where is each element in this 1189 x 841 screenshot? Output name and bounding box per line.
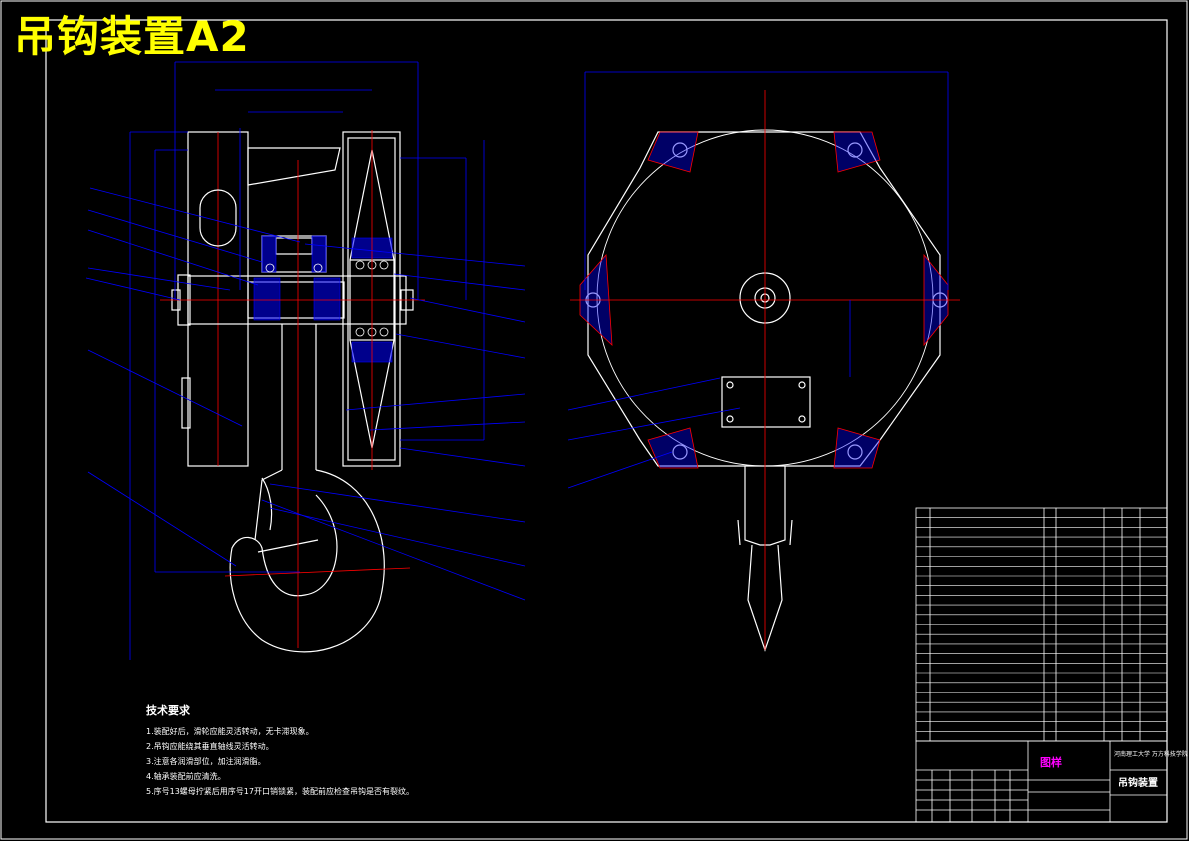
requirement-item: 2.吊钩应能绕其垂直轴线灵活转动。 [146, 742, 274, 751]
inner-frame [45, 19, 1168, 823]
requirements-title: 技术要求 [146, 704, 190, 717]
side-view-lugs [579, 131, 949, 469]
requirement-item: 5.序号13螺母拧紧后用序号17开口销锁紧，装配前应检查吊钩是否有裂纹。 [146, 787, 414, 796]
drawing-title: 吊钩装置A2 [14, 12, 250, 61]
title-block [915, 740, 1168, 823]
section-hatching [253, 235, 393, 363]
technical-requirements: 技术要求 1.装配好后，滑轮应能灵活转动，无卡滞现象。 2.吊钩应能绕其垂直轴线… [146, 702, 414, 799]
centerlines-right [570, 90, 960, 650]
parts-list-rows [916, 517, 1167, 732]
centerlines-left [160, 130, 425, 648]
requirement-item: 4.轴承装配前应清洗。 [146, 772, 226, 781]
title-block-institution: 河南理工大学 万方科技学院 [1114, 750, 1188, 758]
title-block-part-name: 吊钩装置 [1118, 776, 1158, 789]
dimensions-right [567, 71, 949, 489]
requirement-item: 1.装配好后，滑轮应能灵活转动，无卡滞现象。 [146, 727, 314, 736]
dimensions-left [85, 61, 526, 660]
front-section-view [171, 131, 414, 653]
side-view [585, 129, 948, 652]
bearing-balls [265, 260, 389, 337]
requirement-item: 3.注意各润滑部位，加注润滑脂。 [146, 757, 266, 766]
title-block-seal: 图样 [1040, 755, 1062, 769]
